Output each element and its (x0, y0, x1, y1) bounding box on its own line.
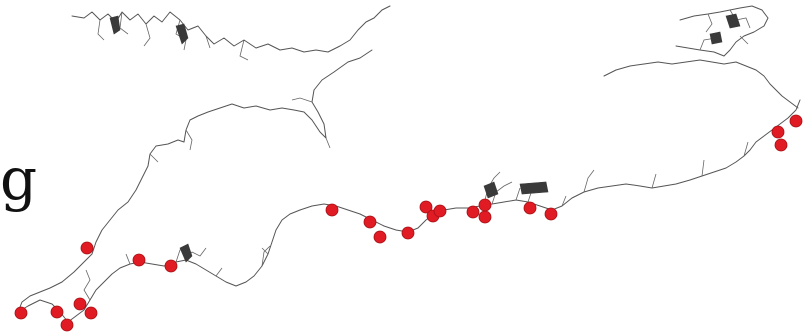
coastline-thames-inlets (699, 9, 751, 51)
site-marker (50, 305, 64, 319)
coastline-thames-north (675, 5, 769, 57)
site-marker (771, 125, 785, 139)
site-marker (401, 226, 415, 240)
cropped-text-glyph: g (0, 145, 38, 213)
site-marker (325, 203, 339, 217)
site-marker (164, 259, 178, 273)
site-marker (373, 230, 387, 244)
site-marker (544, 207, 558, 221)
site-marker (433, 204, 447, 218)
coastline-north-inlets (97, 11, 249, 61)
site-marker (789, 114, 803, 128)
site-marker (478, 210, 492, 224)
coastline-south-inlets (83, 141, 749, 301)
coastline-north-shore (71, 5, 391, 53)
coastline-thames-south (603, 59, 799, 109)
coastline-south (17, 99, 801, 323)
site-marker (466, 205, 480, 219)
site-marker (73, 297, 87, 311)
coastline-estuary-south (17, 49, 373, 313)
site-marker (132, 253, 146, 267)
site-marker (84, 306, 98, 320)
coastline-estuary-inlets (149, 97, 331, 163)
site-markers (14, 114, 803, 332)
site-marker (14, 306, 28, 320)
site-marker (419, 200, 433, 214)
estuary-channel-south (179, 181, 549, 263)
site-marker (774, 138, 788, 152)
site-marker (523, 201, 537, 215)
site-marker (478, 198, 492, 212)
site-marker (60, 318, 74, 332)
site-marker (363, 215, 377, 229)
site-marker (80, 241, 94, 255)
estuary-channel-north (109, 15, 189, 45)
estuary-channel-thames (709, 13, 741, 45)
